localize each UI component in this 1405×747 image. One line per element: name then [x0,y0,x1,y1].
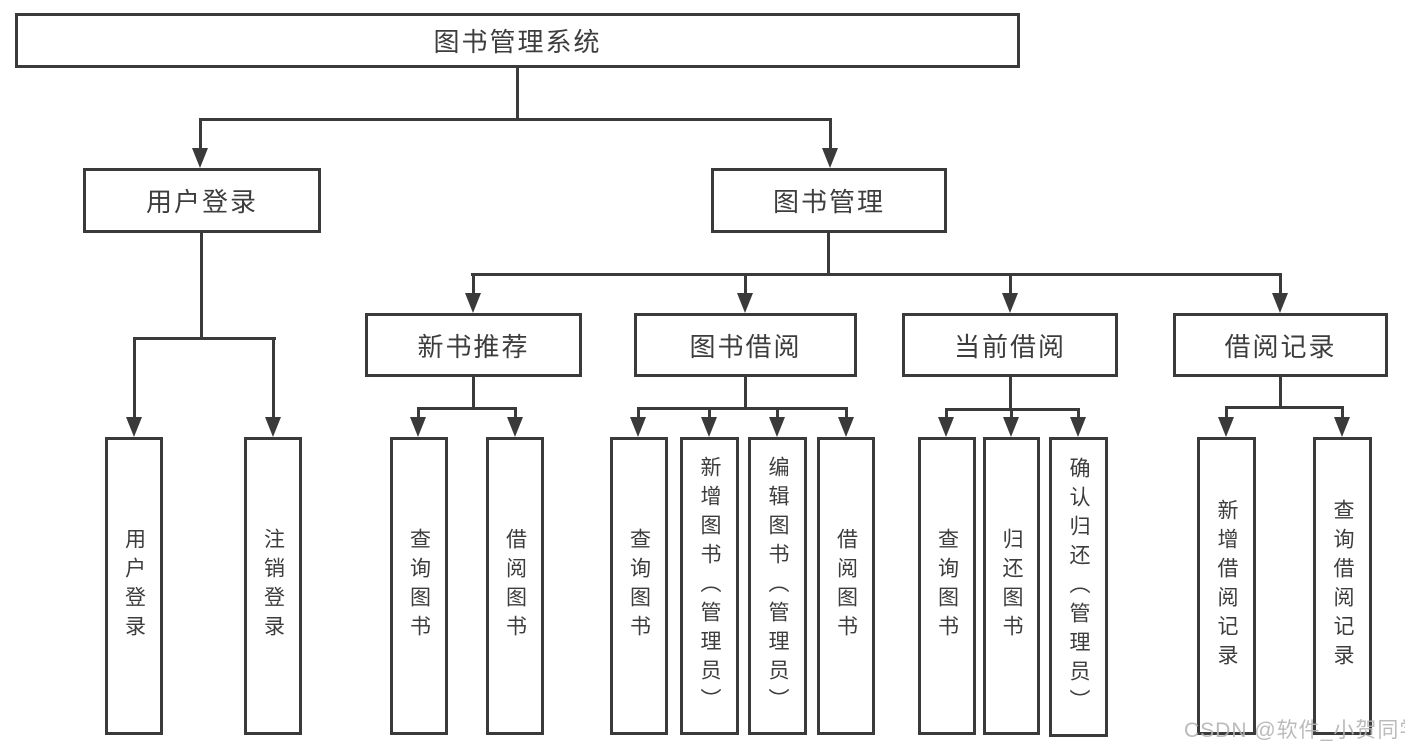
connector-line [417,407,517,410]
leaf-add-borrow-record: 新增借阅记录 [1197,437,1256,735]
leaf-label: 确认归还（管理员） [1067,456,1090,718]
connector-line [637,407,640,421]
connector-line [417,407,420,421]
leaf-label: 查询图书 [627,528,651,644]
arrow-down-icon [507,417,523,437]
leaf-logout: 注销登录 [244,437,302,735]
connector-line [1225,406,1344,409]
connector-line [1279,377,1282,406]
connector-line [744,273,747,295]
arrow-down-icon [410,417,426,437]
arrow-down-icon [1003,417,1019,437]
node-book-management: 图书管理 [711,168,947,233]
arrow-down-icon [838,417,854,437]
node-label: 用户登录 [145,187,258,217]
arrow-down-icon [1272,293,1288,313]
connector-line [1009,273,1012,295]
connector-line [272,337,275,419]
node-borrowing-records: 借阅记录 [1173,313,1388,377]
arrow-down-icon [630,417,646,437]
node-label: 当前借阅 [953,331,1066,362]
connector-line [200,233,203,337]
connector-line [472,273,475,295]
connector-line [845,407,848,421]
connector-line [199,118,202,152]
connector-line [1341,406,1344,421]
leaf-label: 新增图书（管理员） [698,455,721,717]
arrow-down-icon [737,293,753,313]
arrow-down-icon [1218,417,1234,437]
leaf-label: 查询图书 [407,528,431,644]
connector-line [1077,408,1080,421]
connector-line [776,407,779,421]
node-label: 新书推荐 [417,331,530,362]
arrow-down-icon [701,417,717,437]
node-current-borrowing: 当前借阅 [902,313,1118,377]
arrow-down-icon [1334,417,1350,437]
arrow-down-icon [769,417,785,437]
connector-line [472,377,475,407]
node-library-system: 图书管理系统 [15,13,1020,68]
arrow-down-icon [126,417,142,437]
connector-line [1279,273,1282,295]
node-label: 图书管理 [772,187,885,217]
connector-line [133,337,136,419]
leaf-return-books: 归还图书 [983,437,1040,735]
arrow-down-icon [265,417,281,437]
leaf-label: 借阅图书 [503,528,527,644]
connector-line [1010,408,1013,421]
connector-line [708,407,711,421]
leaf-edit-books-admin: 编辑图书（管理员） [748,437,807,735]
leaf-query-borrow-record: 查询借阅记录 [1313,437,1372,735]
leaf-add-books-admin: 新增图书（管理员） [680,437,739,735]
arrow-down-icon [822,148,838,168]
arrow-down-icon [192,148,208,168]
arrow-down-icon [1070,417,1086,437]
connector-line [1225,406,1228,421]
arrow-down-icon [1002,293,1018,313]
leaf-label: 查询借阅记录 [1331,499,1354,673]
leaf-user-login: 用户登录 [105,437,163,735]
leaf-label: 查询图书 [935,528,959,644]
leaf-label: 新增借阅记录 [1215,499,1238,673]
leaf-label: 用户登录 [122,528,146,644]
leaf-confirm-return-admin: 确认归还（管理员） [1049,437,1108,737]
leaf-borrow-books-recommend: 借阅图书 [486,437,544,735]
node-label: 图书管理系统 [433,27,602,57]
connector-line [945,408,948,421]
connector-line [471,273,1282,276]
connector-line [516,68,519,118]
arrow-down-icon [938,417,954,437]
node-label: 图书借阅 [689,331,802,362]
node-book-borrowing: 图书借阅 [634,313,857,377]
node-label: 借阅记录 [1224,331,1337,362]
connector-line [637,407,848,410]
leaf-label: 借阅图书 [834,528,858,644]
node-new-book-recommend: 新书推荐 [365,313,582,377]
connector-line [514,407,517,421]
leaf-label: 编辑图书（管理员） [766,455,789,717]
connector-line [199,118,832,121]
arrow-down-icon [465,293,481,313]
connector-line [133,337,276,340]
leaf-borrow-books-borrowing: 借阅图书 [817,437,875,735]
watermark: CSDN @软件_小贺同学 [1184,719,1405,742]
leaf-query-books-current: 查询图书 [918,437,976,735]
leaf-query-books-recommend: 查询图书 [390,437,448,735]
connector-line [829,118,832,152]
connector-line [1009,377,1012,408]
leaf-label: 归还图书 [1000,528,1023,644]
node-user-login: 用户登录 [83,168,321,233]
leaf-query-books-borrowing: 查询图书 [610,437,668,735]
leaf-label: 注销登录 [261,528,285,644]
connector-line [744,377,747,407]
connector-line [827,233,830,273]
